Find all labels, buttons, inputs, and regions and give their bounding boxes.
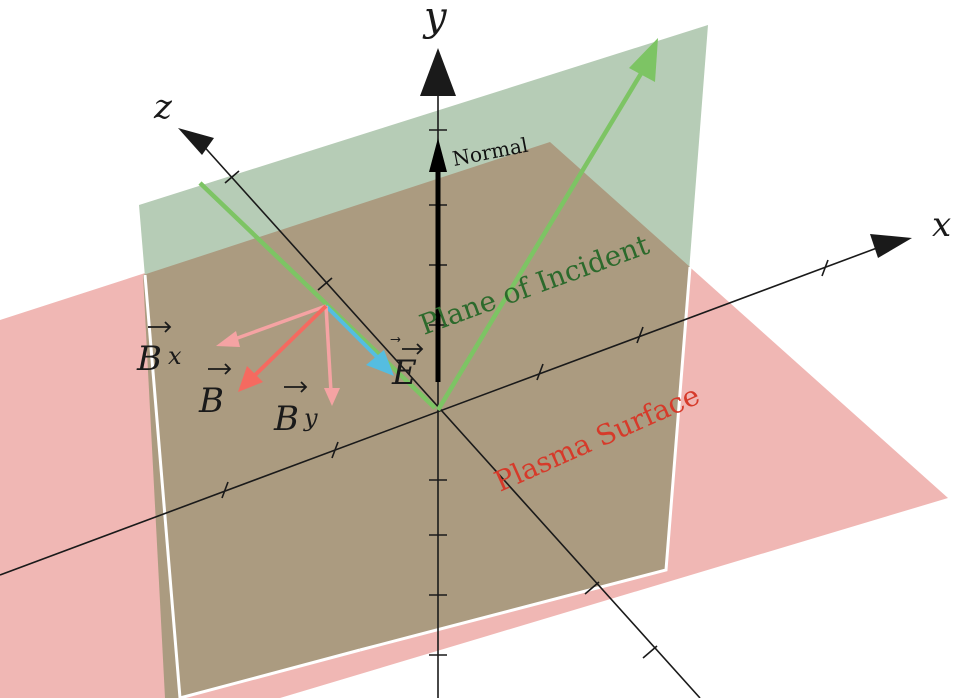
e-field-arrowhead (366, 350, 394, 376)
incident-plane-outline-right (359, 266, 692, 652)
b-x-subscript: x (168, 342, 182, 370)
z-axis-arrowhead (178, 128, 214, 155)
b-field-label: B (198, 381, 224, 421)
reflected-ray-arrowhead (629, 38, 658, 82)
x-axis-tick (221, 481, 229, 499)
b-y-symbol: B (273, 399, 299, 439)
b-y-subscript: y (303, 404, 318, 432)
e-field-vector (324, 304, 394, 376)
b-y-vector (324, 305, 340, 406)
b-vector-accents (148, 321, 424, 393)
incident-plane-outline (143, 274, 182, 698)
b-x-vector (216, 304, 327, 347)
b-x-arrowhead (216, 331, 240, 347)
normal-arrowhead (429, 138, 447, 172)
b-x-symbol: B (136, 339, 162, 379)
normal-vector (429, 138, 447, 382)
b-y-label: B y (273, 399, 318, 439)
x-axis-tick (821, 259, 829, 277)
b-field-arrowhead (238, 366, 263, 392)
b-field-symbol: B (198, 381, 224, 421)
x-axis (0, 234, 912, 576)
z-axis-tick (584, 581, 600, 595)
x-axis-tick (331, 441, 339, 459)
z-axis-tick (224, 170, 240, 184)
z-axis-tick (642, 645, 658, 659)
y-axis-arrowhead (420, 48, 456, 96)
e-field-symbol: E (391, 353, 417, 393)
x-axis-arrowhead (870, 234, 912, 258)
b-field-vector (238, 304, 328, 392)
b-x-label: B x (136, 339, 182, 379)
x-axis-label: x (932, 205, 951, 245)
e-field-label: E ⃗ (390, 337, 417, 393)
x-axis-tick (536, 363, 544, 381)
incident-plane-outline-bottom (179, 648, 361, 698)
z-axis-tick (317, 277, 333, 291)
z-axis (178, 128, 701, 698)
reflected-ray (436, 38, 658, 412)
y-axis-label: y (422, 0, 448, 40)
incident-ray (198, 181, 437, 410)
z-axis-label: z (153, 87, 173, 127)
b-y-arrowhead (324, 388, 340, 406)
x-axis-tick (636, 326, 644, 344)
